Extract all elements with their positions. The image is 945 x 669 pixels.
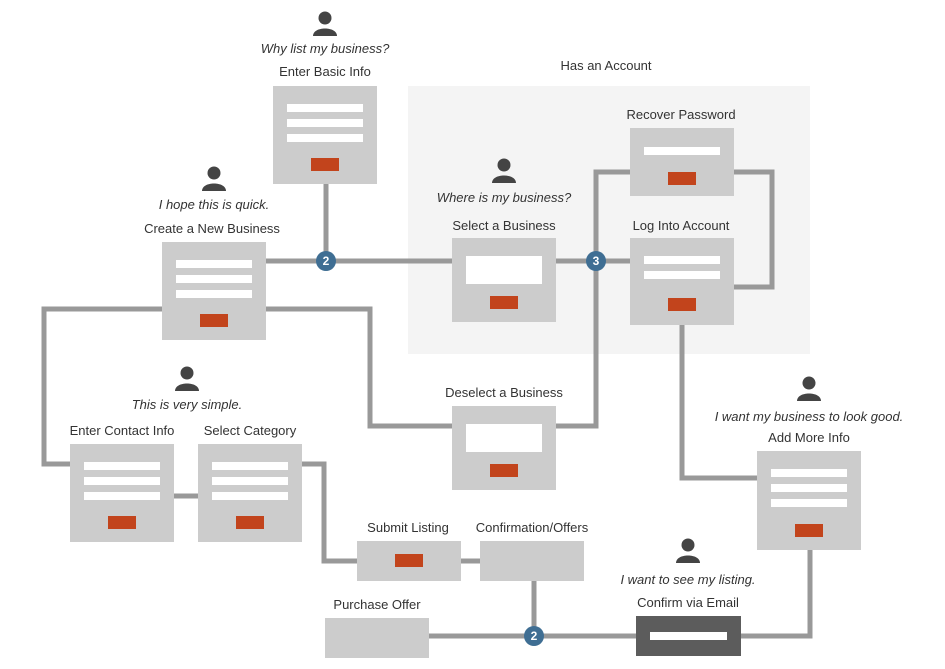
enter-contact-info-screen[interactable] [70, 444, 174, 542]
search-field [466, 256, 542, 284]
password-field [644, 271, 720, 279]
connector-login-to-add-info [679, 325, 757, 481]
confirm-via-email-screen[interactable] [636, 616, 741, 656]
submit-button[interactable] [236, 516, 264, 529]
connector-branch-to-deselect [556, 261, 599, 429]
person-icon [492, 157, 516, 183]
persona-quote: Why list my business? [260, 41, 390, 56]
persona-quote: This is very simple. [131, 397, 243, 412]
submit-button[interactable] [490, 464, 518, 477]
submit-button[interactable] [490, 296, 518, 309]
connector-email-to-add-info [741, 550, 813, 639]
person-icon [313, 10, 337, 36]
step-badge: 3 [586, 251, 606, 271]
persona-quote: I hope this is quick. [158, 197, 270, 212]
step-badge: 2 [524, 626, 544, 646]
persona-quote: I want to see my listing. [620, 572, 756, 587]
screen-label: Select Category [203, 423, 297, 438]
log-into-account-screen[interactable] [630, 238, 734, 325]
screen-label: Confirmation/Offers [475, 520, 589, 535]
form-field [287, 134, 363, 142]
screen-label: Log Into Account [632, 218, 730, 233]
submit-listing-screen[interactable] [357, 541, 461, 581]
person-icon [797, 375, 821, 401]
form-field [84, 462, 160, 470]
connector-category-to-submit [302, 461, 357, 564]
form-field [84, 477, 160, 485]
create-new-business-screen[interactable] [162, 242, 266, 340]
screen-label: Enter Contact Info [69, 423, 175, 438]
screen-label: Create a New Business [144, 221, 280, 236]
submit-button[interactable] [795, 524, 823, 537]
submit-button[interactable] [311, 158, 339, 171]
submit-button[interactable] [668, 172, 696, 185]
screen-label: Confirm via Email [637, 595, 739, 610]
purchase-offer-screen[interactable] [325, 618, 429, 658]
form-field [287, 119, 363, 127]
confirmation-offers-screen[interactable] [480, 541, 584, 581]
add-more-info-screen[interactable] [757, 451, 861, 550]
screen-label: Purchase Offer [333, 597, 421, 612]
select-category-screen[interactable] [198, 444, 302, 542]
login-button[interactable] [668, 298, 696, 311]
form-field [771, 484, 847, 492]
submit-listing-button[interactable] [395, 554, 423, 567]
screen-label: Select a Business [452, 218, 556, 233]
form-field [84, 492, 160, 500]
screen-label: Recover Password [626, 107, 736, 122]
connector-recover-to-login [734, 169, 775, 290]
persona-quote: I want my business to look good. [714, 409, 904, 424]
person-icon [175, 365, 199, 391]
connector-create-to-deselect [266, 306, 452, 429]
has-account-region-label: Has an Account [560, 58, 652, 73]
screen-label: Submit Listing [367, 520, 449, 535]
form-field [176, 275, 252, 283]
person-icon [202, 165, 226, 191]
screen-label: Deselect a Business [445, 385, 563, 400]
step-badge: 2 [316, 251, 336, 271]
connector-create-to-contact [41, 306, 162, 467]
deselect-business-screen[interactable] [452, 406, 556, 490]
connector-branch-to-recover [593, 169, 630, 261]
form-field [771, 469, 847, 477]
screen-label: Enter Basic Info [279, 64, 371, 79]
enter-basic-info-screen[interactable] [273, 86, 377, 184]
persona-quote: Where is my business? [436, 190, 572, 205]
form-field [644, 147, 720, 155]
email-confirmation-bar [650, 632, 727, 640]
submit-button[interactable] [200, 314, 228, 327]
form-field [287, 104, 363, 112]
screen-label: Add More Info [768, 430, 850, 445]
form-field [212, 492, 288, 500]
username-field [644, 256, 720, 264]
search-field [466, 424, 542, 452]
select-business-screen[interactable] [452, 238, 556, 322]
submit-button[interactable] [108, 516, 136, 529]
recover-password-screen[interactable] [630, 128, 734, 196]
form-field [212, 462, 288, 470]
form-field [176, 290, 252, 298]
form-field [771, 499, 847, 507]
person-icon [676, 537, 700, 563]
form-field [212, 477, 288, 485]
form-field [176, 260, 252, 268]
